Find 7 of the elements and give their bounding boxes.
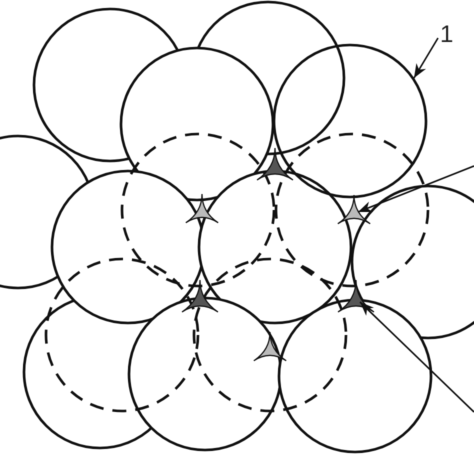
leader-line	[359, 301, 474, 413]
sphere-circle	[272, 44, 428, 198]
octahedral-void	[337, 279, 375, 313]
callout-number: 1	[440, 22, 454, 48]
tetrahedral-void	[337, 194, 371, 224]
leader-line	[358, 165, 474, 213]
leader-arrow	[413, 38, 439, 78]
